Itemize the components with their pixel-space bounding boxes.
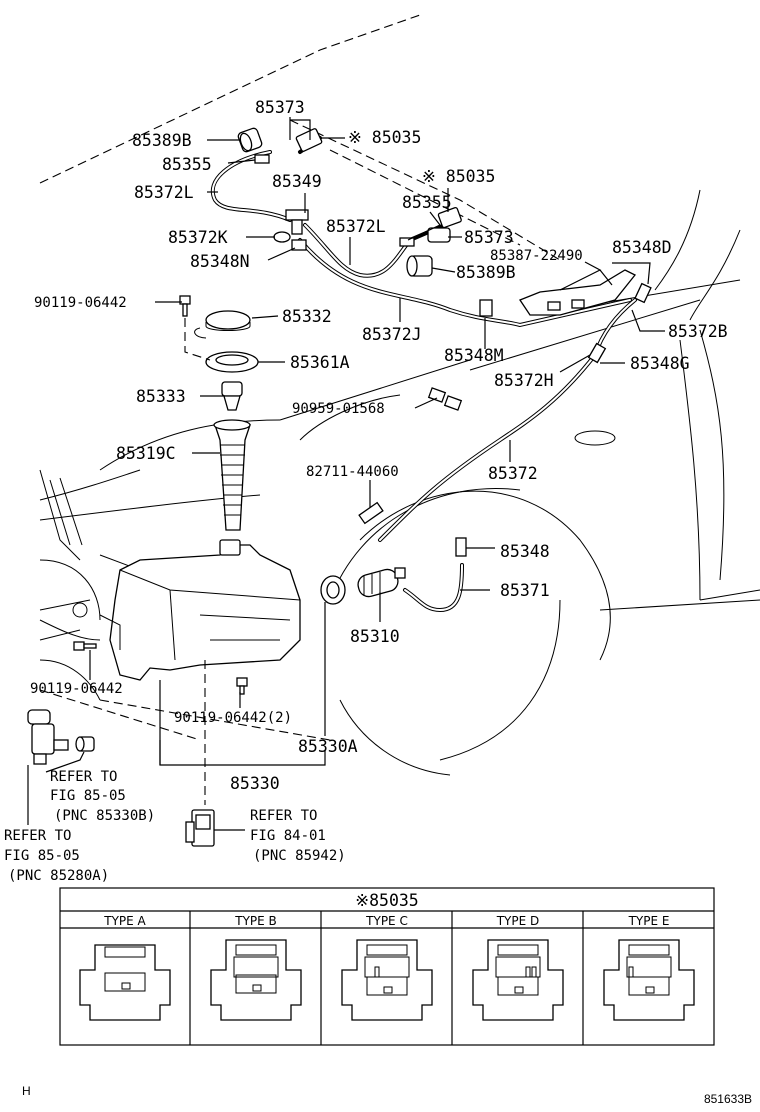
label-85371: 85371 bbox=[500, 581, 550, 600]
label-90119-2: 90119-06442(2) bbox=[174, 710, 292, 726]
ref1-line2: FIG 85-05 bbox=[50, 788, 126, 804]
inlet-85319c-shape bbox=[213, 419, 251, 531]
tee-85349-shape bbox=[285, 209, 309, 235]
ref1-line3: (PNC 85330B) bbox=[54, 808, 155, 824]
label-85373-mid: 85373 bbox=[464, 228, 514, 247]
ref2-line1: REFER TO bbox=[250, 808, 317, 824]
footer-left-code: H bbox=[22, 1084, 31, 1098]
type-c-connector-shape bbox=[341, 939, 433, 1021]
joint-85355-mid-shape bbox=[399, 237, 415, 247]
label-85355-left: 85355 bbox=[162, 155, 212, 174]
label-85372l-mid: 85372L bbox=[326, 217, 386, 236]
label-85035-top: ※ 85035 bbox=[348, 128, 421, 147]
label-85348n: 85348N bbox=[190, 252, 250, 271]
joint-85348g-shape bbox=[587, 342, 607, 364]
label-85355-mid: 85355 bbox=[402, 193, 452, 212]
joint-85355-left-shape bbox=[254, 154, 270, 164]
joint-85348-shape bbox=[455, 537, 467, 557]
label-85319c: 85319C bbox=[116, 444, 176, 463]
hose-85372k-end-shape bbox=[273, 231, 291, 243]
label-85348m: 85348M bbox=[444, 346, 504, 365]
type-e-header: TYPE E bbox=[628, 914, 670, 928]
type-b-header: TYPE B bbox=[234, 914, 277, 928]
clip-82711-shape bbox=[358, 501, 384, 525]
nozzle-85035-mid-shape bbox=[437, 206, 462, 229]
type-e-connector-shape bbox=[603, 939, 695, 1021]
joint-85348m-shape bbox=[479, 299, 493, 317]
motor-85280a-shape bbox=[27, 709, 69, 765]
label-85389b-top: 85389B bbox=[132, 131, 192, 150]
label-85372h: 85372H bbox=[494, 371, 554, 390]
label-85372j: 85372J bbox=[362, 325, 422, 344]
ref3-line1: REFER TO bbox=[4, 828, 71, 844]
nozzle-85373-mid-shape bbox=[427, 227, 451, 243]
tank-85330-shape bbox=[99, 539, 301, 681]
label-90119-left: 90119-06442 bbox=[30, 681, 123, 697]
footer-diagram-id: 851633B bbox=[704, 1092, 752, 1106]
leader-lines bbox=[27, 117, 665, 831]
label-85333: 85333 bbox=[136, 387, 186, 406]
cap-85389b-top-shape bbox=[237, 127, 263, 153]
type-c-header: TYPE C bbox=[365, 914, 408, 928]
grommet-85330a-shape bbox=[320, 575, 346, 605]
label-85330: 85330 bbox=[230, 774, 280, 793]
type-table: ※85035 TYPE A TYPE B TYPE C TYPE D TYPE … bbox=[59, 887, 715, 1046]
bolt-90119-left-shape bbox=[73, 641, 97, 651]
type-d-connector-shape bbox=[472, 939, 564, 1021]
ref2-line3: (PNC 85942) bbox=[253, 848, 346, 864]
bolt-90119-2-shape bbox=[236, 677, 248, 695]
label-85372k: 85372K bbox=[168, 228, 228, 247]
label-85387-22490: 85387-22490 bbox=[490, 248, 583, 264]
nozzle-85035-top-shape bbox=[295, 128, 323, 152]
bolt-90119-top-shape bbox=[179, 295, 191, 317]
type-b-connector-shape bbox=[210, 939, 302, 1021]
label-85372b: 85372B bbox=[668, 322, 728, 341]
label-85035-mid: ※ 85035 bbox=[422, 167, 495, 186]
filler-85333-shape bbox=[221, 381, 243, 411]
type-a-header: TYPE A bbox=[103, 914, 146, 928]
label-85389b-mid: 85389B bbox=[456, 263, 516, 282]
parts-shapes bbox=[27, 127, 652, 847]
label-85373-top: 85373 bbox=[255, 98, 305, 117]
ref1-line1: REFER TO bbox=[50, 769, 117, 785]
label-85372: 85372 bbox=[488, 464, 538, 483]
bracket-85361a-shape bbox=[205, 351, 259, 373]
connector-85942-shape bbox=[185, 809, 215, 847]
grommet-85330b-shape bbox=[75, 736, 95, 752]
part-labels: 85373 85389B ※ 85035 85355 85372L 85349 … bbox=[30, 98, 728, 793]
cap-85332-shape bbox=[194, 310, 251, 339]
ref3-line2: FIG 85-05 bbox=[4, 848, 80, 864]
reference-notes: REFER TO FIG 85-05 (PNC 85330B) REFER TO… bbox=[4, 769, 346, 884]
label-82711-44060: 82711-44060 bbox=[306, 464, 399, 480]
label-85348g: 85348G bbox=[630, 354, 690, 373]
label-85372l-left: 85372L bbox=[134, 183, 194, 202]
label-85361a: 85361A bbox=[290, 353, 350, 372]
label-85349: 85349 bbox=[272, 172, 322, 191]
clamp-90959-shape bbox=[427, 387, 463, 411]
pump-85310-shape bbox=[357, 567, 406, 598]
table-title: ※85035 bbox=[355, 891, 419, 910]
type-a-connector-shape bbox=[79, 944, 171, 1021]
label-85330a: 85330A bbox=[298, 737, 358, 756]
label-85310: 85310 bbox=[350, 627, 400, 646]
joint-85348n-shape bbox=[291, 239, 307, 251]
cap-85389b-mid-shape bbox=[406, 255, 433, 277]
label-90119-top: 90119-06442 bbox=[34, 295, 127, 311]
ref3-line3: (PNC 85280A) bbox=[8, 868, 109, 884]
label-85348: 85348 bbox=[500, 542, 550, 561]
label-85332: 85332 bbox=[282, 307, 332, 326]
nozzle-85387-shape bbox=[519, 269, 637, 316]
type-d-header: TYPE D bbox=[496, 914, 540, 928]
joint-85348d-shape bbox=[634, 282, 652, 304]
label-90959-01568: 90959-01568 bbox=[292, 401, 385, 417]
label-85348d: 85348D bbox=[612, 238, 672, 257]
ref2-line2: FIG 84-01 bbox=[250, 828, 326, 844]
